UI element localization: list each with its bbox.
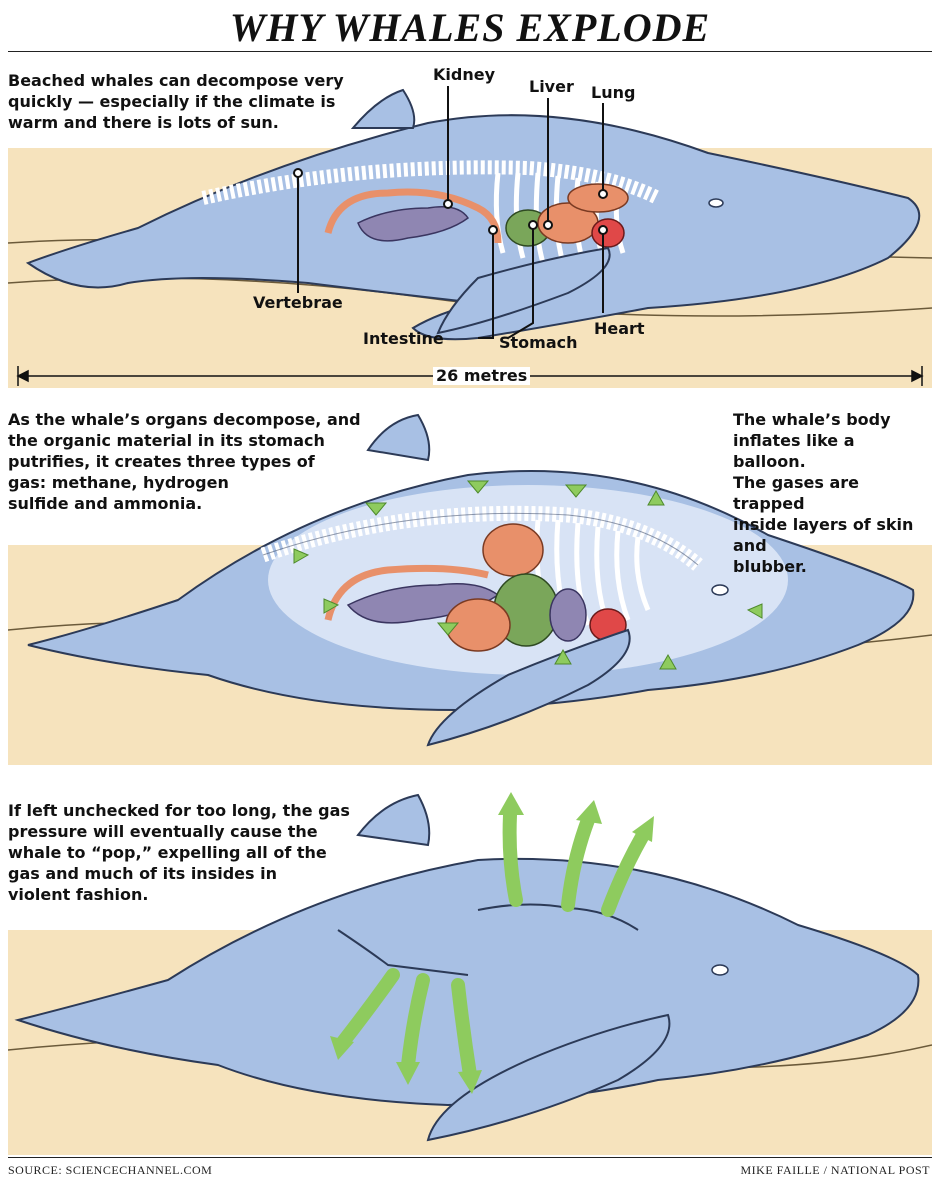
explosion-arrowheads — [330, 792, 654, 1094]
panel3-caption: If left unchecked for too long, the gas … — [8, 801, 350, 904]
whale-body — [25, 114, 921, 341]
label-kidney: Kidney — [433, 65, 496, 84]
panel2-caption-left: As the whale’s organs decompose, and the… — [8, 410, 361, 513]
intestine-organ — [324, 188, 502, 244]
label-intestine: Intestine — [363, 329, 444, 348]
decompose-illustration — [8, 413, 932, 765]
panel1-caption: Beached whales can decompose very quickl… — [8, 71, 344, 132]
page-title: WHY WHALES EXPLODE — [229, 5, 711, 50]
spine — [201, 160, 662, 205]
panel-decompose: As the whale’s organs decompose, and the… — [8, 405, 932, 765]
panel-explode: If left unchecked for too long, the gas … — [8, 780, 932, 1155]
whale-eye — [708, 198, 724, 208]
label-heart: Heart — [594, 319, 645, 338]
author-credit: MIKE FAILLE / NATIONAL POST — [740, 1163, 930, 1177]
label-vertebrae: Vertebrae — [253, 293, 343, 312]
explode-illustration — [8, 792, 932, 1155]
gas-arrows — [293, 480, 763, 670]
source-credit: SOURCE: SCIENCECHANNEL.COM — [8, 1163, 213, 1177]
kidney-organ — [357, 206, 470, 242]
whale-eye — [711, 584, 729, 596]
label-liver: Liver — [529, 77, 574, 96]
whale-body — [14, 857, 920, 1107]
flipper — [426, 1013, 671, 1142]
explosion-arrows — [336, 808, 650, 1082]
footer-rule — [8, 1157, 932, 1158]
lung-organ — [567, 183, 629, 213]
liver-organ — [482, 523, 544, 577]
whale-eye — [711, 964, 729, 976]
flipper — [436, 246, 611, 335]
label-stomach: Stomach — [499, 333, 578, 352]
intestine-organ — [324, 564, 489, 621]
anatomy-illustration — [8, 86, 932, 388]
panel-anatomy: Beached whales can decompose very quickl… — [8, 58, 932, 398]
title-rule — [8, 51, 932, 52]
flipper — [426, 628, 631, 747]
panel2-caption-right: The whale’s body inflates like a balloon… — [733, 410, 914, 576]
heart-organ — [591, 218, 625, 248]
length-label: 26 metres — [433, 367, 531, 385]
lung-organ — [549, 588, 587, 642]
label-lung: Lung — [591, 83, 636, 102]
